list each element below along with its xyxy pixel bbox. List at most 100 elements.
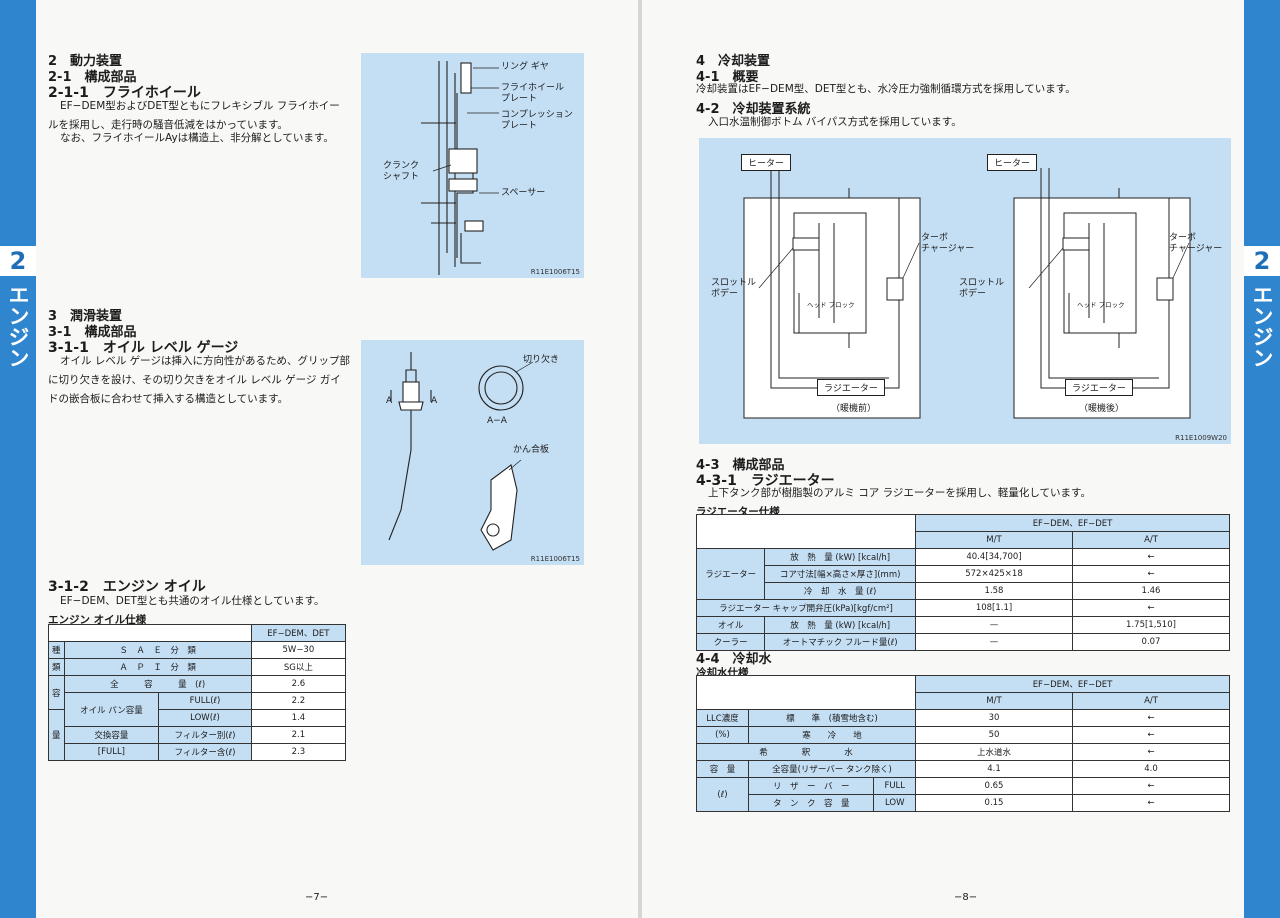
label-notch: 切り欠き bbox=[523, 355, 560, 365]
water-at: 1.46 bbox=[1072, 582, 1230, 600]
heat-label: 放 熱 量 (kW) [kcal/h] bbox=[764, 548, 916, 566]
heading-cooling-components: 4-3 構成部品 bbox=[696, 458, 785, 473]
group-kind-1: 種 bbox=[48, 641, 65, 659]
oil-gauge-drawing bbox=[388, 352, 534, 551]
left-page: 2 エンジン 2 動力装置 2-1 構成部品 2-1-1 フライホイール EF−… bbox=[0, 0, 638, 918]
group-kind-2: 類 bbox=[48, 658, 65, 676]
heading-lubrication: 3 潤滑装置 bbox=[48, 309, 123, 324]
cap-label: ラジエーター キャップ開弁圧(kPa)[kgf/cm²] bbox=[696, 599, 916, 617]
heading-lub-components: 3-1 構成部品 bbox=[48, 325, 137, 340]
group-cooler: クーラー bbox=[695, 633, 766, 651]
filter-sep-label: フィルター別(ℓ) bbox=[158, 726, 252, 744]
full-label: FULL(ℓ) bbox=[158, 692, 252, 710]
low-value: 1.4 bbox=[250, 709, 347, 727]
oil-heat-at: 1.75[1,510] bbox=[1072, 616, 1230, 634]
oil-header: EF−DEM、DET bbox=[250, 624, 347, 642]
label-head-right: ヘッド ブロック bbox=[1077, 301, 1125, 309]
label-crankshaft: クランク シャフト bbox=[383, 161, 420, 182]
rad-at: A/T bbox=[1072, 531, 1230, 549]
cool-header: EF−DEM、EF−DET bbox=[915, 675, 1230, 693]
label-throttle-left: スロットル ボデー bbox=[711, 278, 757, 299]
page-number-left: −7− bbox=[305, 892, 329, 903]
capacity-unit: (ℓ) bbox=[696, 777, 749, 812]
heading-power: 2 動力装置 bbox=[48, 54, 123, 69]
label-spacer: スペーサー bbox=[501, 188, 546, 198]
chapter-title: エンジン bbox=[6, 284, 30, 368]
cold-mt: 50 bbox=[915, 726, 1073, 744]
right-page: 2 エンジン 4 冷却装置 4-1 概要 冷却装置はEF−DEM型、DET型とも… bbox=[642, 0, 1280, 918]
sae-value: 5W−30 bbox=[250, 641, 347, 659]
total-cap-label: 全容量(リザーバー タンク除く) bbox=[747, 760, 917, 778]
heading-cooling: 4 冷却装置 bbox=[696, 54, 771, 69]
radiator-box-left: ラジエーター bbox=[817, 379, 885, 396]
chapter-title: エンジン bbox=[1250, 284, 1274, 368]
total-label: 全 容 量 (ℓ) bbox=[63, 675, 252, 693]
label-turbo-left: ターボ チャージャー bbox=[921, 233, 975, 254]
total-cap-mt: 4.1 bbox=[915, 760, 1073, 778]
rad-header: EF−DEM、EF−DET bbox=[915, 514, 1230, 532]
corner-cell bbox=[696, 514, 916, 549]
reserve-label: リ ザ ー バ ー bbox=[747, 777, 875, 795]
exchange-label-2: [FULL] bbox=[63, 743, 160, 761]
water-label: 冷 却 水 量 (ℓ) bbox=[764, 582, 916, 600]
rad-mt: M/T bbox=[915, 531, 1073, 549]
coolant-spec-table: EF−DEM、EF−DET M/T A/T LLC濃度 標 準 (積雪地含む) … bbox=[696, 675, 1230, 812]
atf-label: オートマチック フルード量(ℓ) bbox=[764, 633, 916, 651]
full-mt: 0.65 bbox=[915, 777, 1073, 795]
filter-sep-value: 2.1 bbox=[250, 726, 347, 744]
cool-at: A/T bbox=[1072, 692, 1230, 710]
llc-label: LLC濃度 bbox=[696, 709, 749, 727]
oil-gauge-figure: 切り欠き A A A−A かん合板 R11E1006T15 bbox=[361, 340, 584, 565]
sae-label: Ｓ Ａ Ｅ 分 類 bbox=[63, 641, 252, 659]
caption-before: （暖機前） bbox=[831, 404, 877, 414]
label-head-left: ヘッド ブロック bbox=[807, 301, 855, 309]
chapter-number: 2 bbox=[0, 246, 36, 276]
flywheel-note: なお、フライホイールAyは構造上、非分解としています。 bbox=[60, 132, 334, 144]
llc-unit: (%) bbox=[696, 726, 749, 744]
radiator-box-right: ラジエーター bbox=[1065, 379, 1133, 396]
std-mt: 30 bbox=[915, 709, 1073, 727]
std-at: ← bbox=[1072, 709, 1230, 727]
cap-at: ← bbox=[1072, 599, 1230, 617]
exchange-label: 交換容量 bbox=[63, 726, 160, 744]
pan-label: オイル パン容量 bbox=[63, 692, 160, 727]
label-section-a-left: A bbox=[386, 396, 393, 406]
cooling-system-figure: ヒーター ターボ チャージャー スロットル ボデー ヘッド ブロック ラジエータ… bbox=[699, 138, 1231, 444]
heading-components: 2-1 構成部品 bbox=[48, 70, 137, 85]
cold-at: ← bbox=[1072, 726, 1230, 744]
filter-inc-value: 2.3 bbox=[250, 743, 347, 761]
figure-code: R11E1006T15 bbox=[530, 268, 580, 276]
low-label: LOW bbox=[873, 794, 916, 812]
overview-text: 冷却装置はEF−DEM型、DET型とも、水冷圧力強制循環方式を採用しています。 bbox=[696, 83, 1076, 95]
label-fitting-plate: かん合板 bbox=[513, 445, 550, 455]
dilution-mt: 上水道水 bbox=[915, 743, 1073, 761]
dilution-at: ← bbox=[1072, 743, 1230, 761]
atf-at: 0.07 bbox=[1072, 633, 1230, 651]
low-at: ← bbox=[1072, 794, 1230, 812]
heading-radiator: 4-3-1 ラジエーター bbox=[696, 473, 835, 489]
oil-gauge-text: オイル レベル ゲージは挿入に方向性があるため、グリップ部に切り欠きを設け、その… bbox=[48, 355, 350, 405]
reserve-label-2: タ ン ク 容 量 bbox=[747, 794, 875, 812]
filter-inc-label: フィルター含(ℓ) bbox=[158, 743, 252, 761]
chapter-tab-left: 2 エンジン bbox=[0, 0, 36, 918]
book-gutter bbox=[638, 0, 642, 918]
heat-mt: 40.4[34,700] bbox=[915, 548, 1073, 566]
figure-code-2: R11E1006T15 bbox=[530, 555, 580, 563]
std-label: 標 準 (積雪地含む) bbox=[747, 709, 917, 727]
engine-oil-table: EF−DEM、DET 種 Ｓ Ａ Ｅ 分 類 5W−30 類 Ａ Ｐ Ｉ 分 類… bbox=[48, 624, 347, 761]
flywheel-drawing bbox=[421, 61, 499, 275]
heat-at: ← bbox=[1072, 548, 1230, 566]
heading-cooling-system: 4-2 冷却装置系統 bbox=[696, 102, 811, 117]
corner-cell bbox=[696, 675, 916, 710]
core-at: ← bbox=[1072, 565, 1230, 583]
page-number-right: −8− bbox=[954, 892, 978, 903]
low-mt: 0.15 bbox=[915, 794, 1073, 812]
chapter-number: 2 bbox=[1244, 246, 1280, 276]
total-cap-at: 4.0 bbox=[1072, 760, 1230, 778]
cold-label: 寒 冷 地 bbox=[747, 726, 917, 744]
heading-coolant: 4-4 冷却水 bbox=[696, 652, 772, 667]
oil-heat-mt: — bbox=[915, 616, 1073, 634]
low-label: LOW(ℓ) bbox=[158, 709, 252, 727]
heater-box-right: ヒーター bbox=[987, 154, 1038, 171]
api-label: Ａ Ｐ Ｉ 分 類 bbox=[63, 658, 252, 676]
